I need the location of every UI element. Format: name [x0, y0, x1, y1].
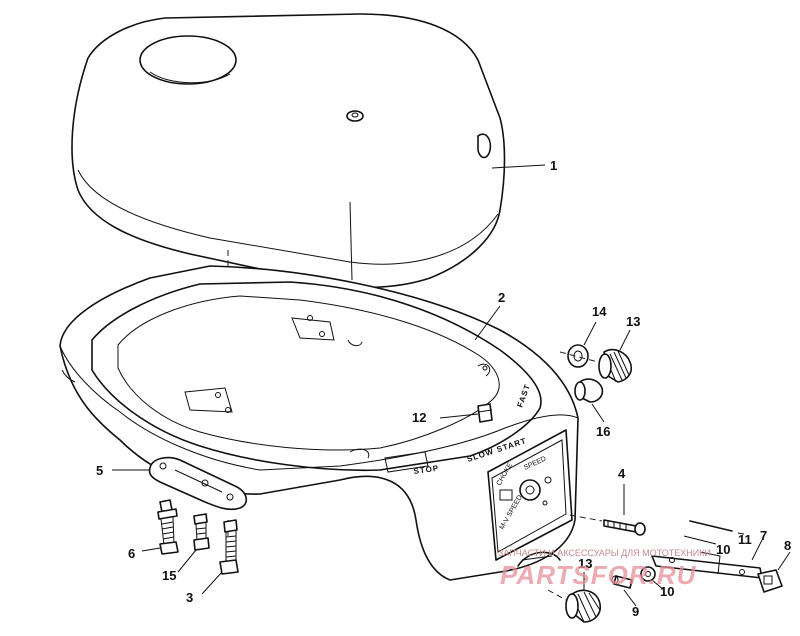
- callout-4: 4: [618, 466, 626, 481]
- callout-13-lower: 13: [578, 556, 592, 571]
- part-13-knob-upper: [598, 348, 633, 383]
- callout-6: 6: [128, 546, 135, 561]
- callout-10-upper: 10: [716, 542, 730, 557]
- part-8-end-block: [757, 569, 783, 593]
- watermark-tagline: ЗАПЧАСТИ И АКСЕССУАРЫ ДЛЯ МОТОТЕХНИКИ: [498, 548, 711, 558]
- decal-stop: STOP: [413, 463, 440, 475]
- callout-2: 2: [498, 290, 505, 305]
- part-4-screw: [603, 519, 646, 536]
- part-13-knob-lower: [565, 589, 602, 623]
- callout-3: 3: [186, 590, 193, 605]
- part-16-cap-knob: [574, 378, 604, 403]
- panel-knob-socket: [519, 479, 541, 501]
- callout-15: 15: [162, 568, 176, 583]
- callout-9: 9: [632, 604, 639, 619]
- part-10-washer-lower: [640, 566, 656, 582]
- callout-16: 16: [596, 424, 610, 439]
- callout-13-upper: 13: [626, 314, 640, 329]
- callout-8: 8: [784, 538, 791, 553]
- callout-1: 1: [550, 158, 557, 173]
- rim-decal-plate: [384, 451, 429, 473]
- part-5-bracket-plate: [148, 456, 248, 511]
- part-12-clip: [477, 403, 493, 423]
- cover-center-hole: [346, 110, 364, 122]
- part-14-washer: [567, 344, 589, 368]
- part-3-long-bolt: [219, 519, 239, 575]
- part-6-bolt: [157, 499, 179, 555]
- watermark-logo: PARTSFOR.RU: [500, 560, 697, 590]
- callout-7: 7: [760, 528, 767, 543]
- cover-side-hole: [477, 133, 492, 159]
- lower-motor-cover: FAST SLOW START STOP CHOKE SPEED M-V SPE…: [59, 265, 579, 581]
- part-15-short-bolt: [193, 513, 210, 551]
- callout-5: 5: [96, 463, 103, 478]
- part-9-pin: [611, 575, 633, 589]
- callout-11: 11: [738, 532, 752, 547]
- callout-14: 14: [592, 304, 607, 319]
- cover-top-opening: [139, 35, 237, 85]
- callout-10-lower: 10: [660, 584, 674, 599]
- choke-window: [499, 489, 513, 501]
- callout-12: 12: [412, 410, 426, 425]
- part-11-pin: [689, 520, 733, 532]
- engine-cover-hood: [71, 13, 506, 289]
